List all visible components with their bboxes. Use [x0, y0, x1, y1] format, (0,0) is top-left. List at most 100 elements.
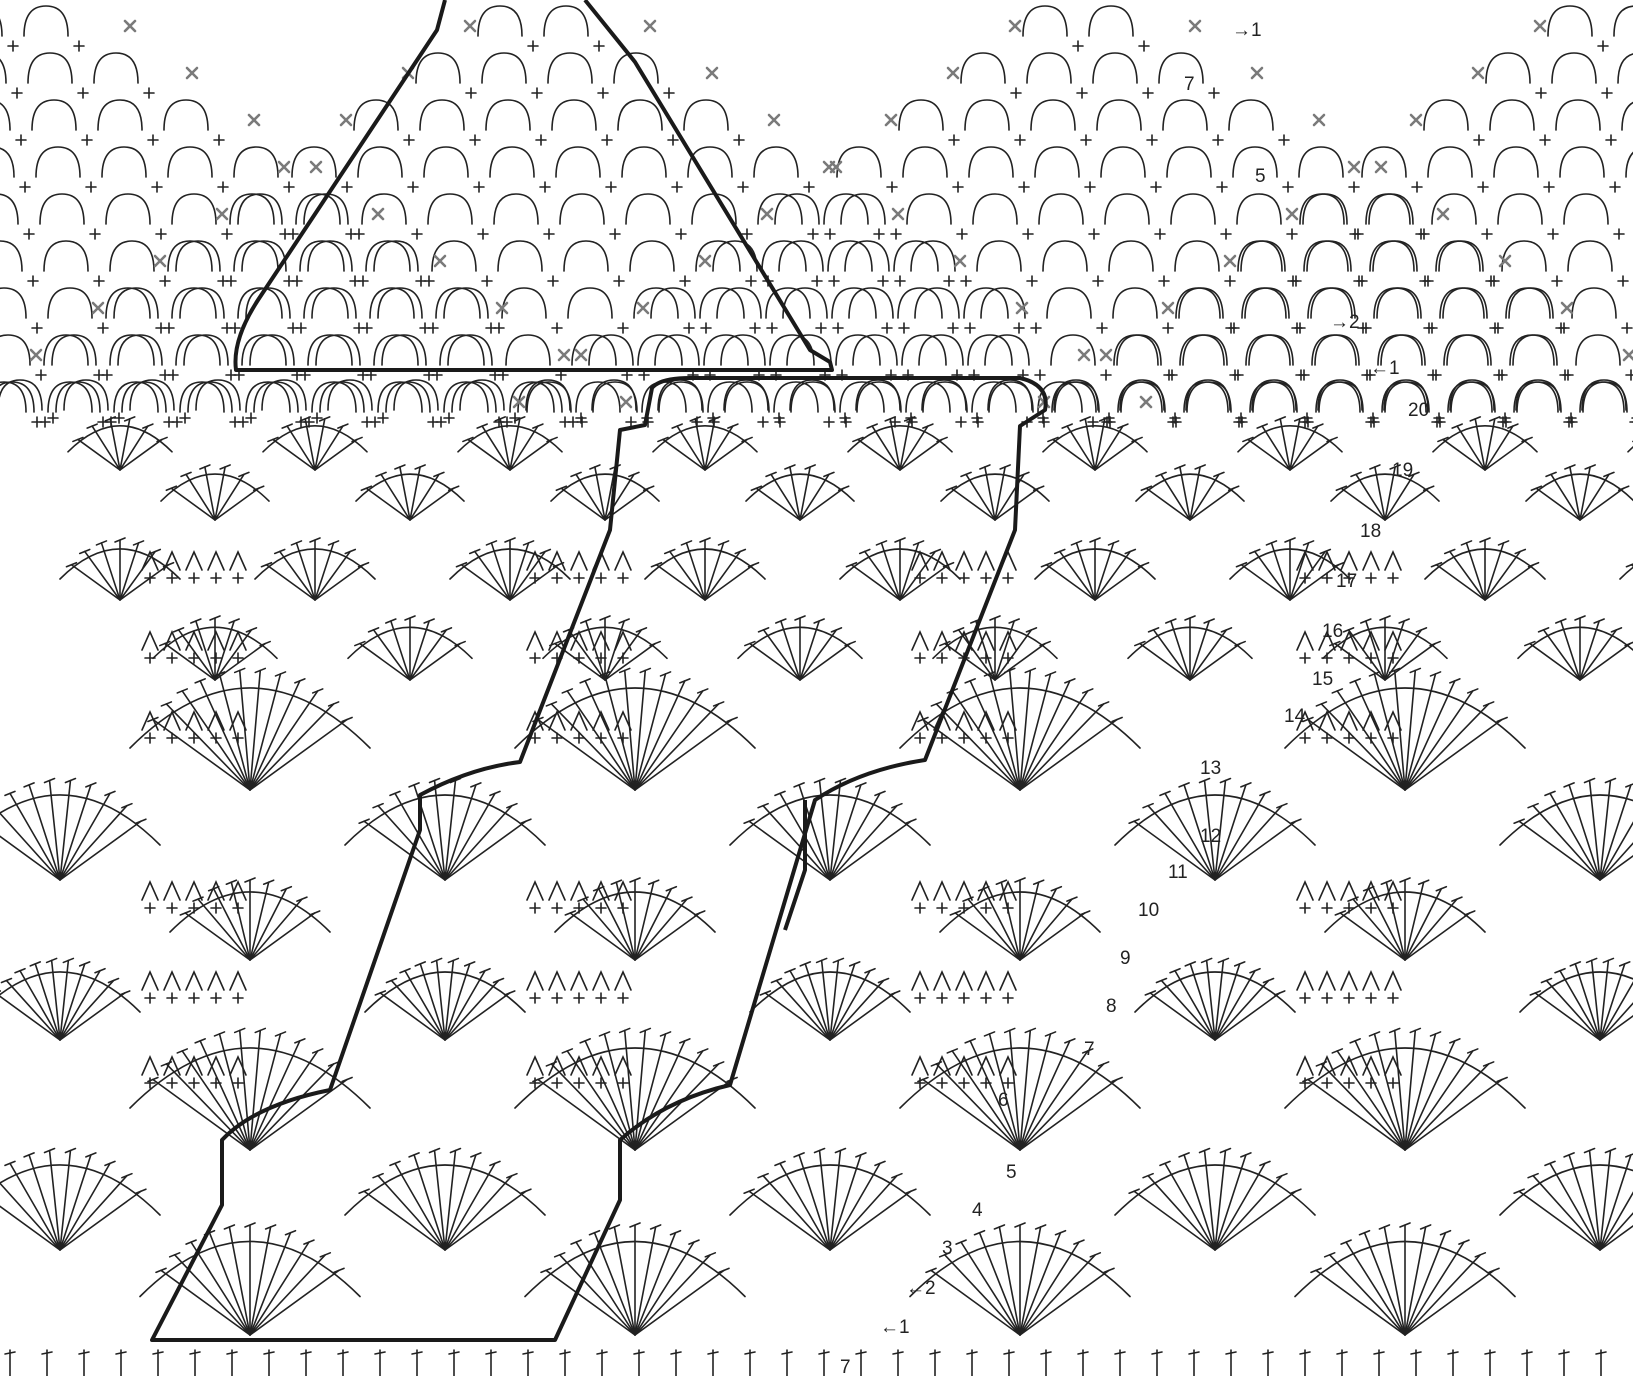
single-crochet-symbol	[211, 653, 221, 663]
single-crochet-symbol	[1093, 276, 1103, 286]
single-crochet-symbol	[915, 653, 925, 663]
chain-loop-symbol	[184, 335, 228, 365]
picot-symbol	[1385, 552, 1401, 570]
double-crochet-cap	[565, 911, 575, 915]
chain-arc-symbol	[356, 474, 464, 501]
chain-loop-symbol	[790, 380, 834, 410]
single-crochet-symbol	[598, 88, 608, 98]
double-crochet-symbol	[60, 993, 125, 1040]
edge-x-mark	[465, 21, 475, 31]
picot-symbol	[593, 972, 609, 990]
single-crochet-symbol	[981, 573, 991, 583]
chain-loop-symbol	[366, 241, 410, 271]
chain-loop-symbol	[250, 335, 294, 365]
double-crochet-symbol	[378, 806, 445, 880]
double-crochet-symbol	[1248, 439, 1290, 470]
picot-symbol	[142, 1057, 158, 1075]
double-crochet-cap	[521, 1189, 531, 1193]
double-crochet-symbol	[1580, 488, 1624, 520]
single-crochet-symbol	[20, 182, 30, 192]
chain-loop-symbol	[168, 241, 212, 271]
double-crochet-symbol	[635, 1051, 703, 1150]
single-crochet-symbol	[1618, 276, 1628, 286]
chain-loop-symbol	[1626, 147, 1633, 177]
double-crochet-cap	[926, 1268, 936, 1272]
chain-arc-symbol	[1620, 549, 1633, 579]
double-crochet-symbol	[1020, 1079, 1117, 1150]
single-crochet-symbol	[222, 323, 232, 333]
double-crochet-cap	[892, 1174, 902, 1178]
chain-loop-symbol	[0, 6, 2, 36]
chain-loop-symbol	[382, 335, 426, 365]
single-crochet-symbol	[1482, 229, 1492, 239]
single-crochet-symbol	[552, 733, 562, 743]
foundation-stitch-cap	[1078, 1352, 1088, 1354]
chain-loop-symbol	[424, 147, 468, 177]
double-crochet-symbol	[1405, 704, 1489, 790]
double-crochet-symbol	[830, 806, 897, 880]
single-crochet-symbol	[758, 417, 768, 427]
single-crochet-symbol	[959, 1078, 969, 1088]
chain-loop-symbol	[238, 288, 282, 318]
double-crochet-symbol	[1146, 488, 1190, 520]
single-crochet-symbol	[1300, 903, 1310, 913]
picot-symbol	[956, 972, 972, 990]
chain-arc-symbol	[1135, 972, 1295, 1012]
chain-arc-symbol	[848, 426, 952, 452]
foundation-stitch-cap	[1189, 1352, 1199, 1354]
double-crochet-cap	[541, 1268, 551, 1272]
single-crochet-symbol	[1287, 229, 1297, 239]
chain-loop-symbol	[370, 288, 414, 318]
chain-loop-symbol	[968, 335, 1012, 365]
picot-symbol	[593, 1057, 609, 1075]
chain-arc-symbol	[1136, 474, 1244, 501]
picot-symbol	[912, 882, 928, 900]
double-crochet-symbol	[1405, 691, 1473, 790]
edge-x-mark	[155, 256, 165, 266]
chain-arc-symbol	[515, 688, 755, 748]
single-crochet-symbol	[528, 41, 538, 51]
single-crochet-symbol	[218, 276, 228, 286]
edge-x-mark	[1349, 162, 1359, 172]
single-crochet-symbol	[214, 135, 224, 145]
left-strip-outline	[152, 378, 1046, 1340]
chain-loop-symbol	[1568, 241, 1612, 271]
picot-symbol	[549, 1057, 565, 1075]
single-crochet-symbol	[937, 903, 947, 913]
foundation-stitch-cap	[634, 1352, 644, 1354]
chain-loop-symbol	[0, 100, 10, 130]
double-crochet-cap	[329, 702, 339, 706]
picot-symbol	[164, 972, 180, 990]
chain-loop-symbol	[696, 241, 740, 271]
single-crochet-symbol	[1003, 1078, 1013, 1088]
double-crochet-symbol	[215, 630, 251, 680]
single-crochet-symbol	[937, 993, 947, 1003]
chain-arc-symbol	[1238, 426, 1342, 452]
single-crochet-symbol	[767, 323, 777, 333]
double-crochet-cap	[636, 628, 646, 632]
single-crochet-symbol	[218, 182, 228, 192]
double-crochet-cap	[120, 991, 130, 995]
chain-loop-symbol	[1564, 194, 1608, 224]
double-crochet-cap	[930, 549, 940, 553]
double-crochet-symbol	[1519, 821, 1600, 880]
single-crochet-symbol	[233, 903, 243, 913]
double-crochet-cap	[682, 897, 692, 901]
double-crochet-symbol	[280, 551, 315, 600]
foundation-stitch-cap	[227, 1352, 237, 1354]
foundation-stitch-cap	[597, 1352, 607, 1354]
single-crochet-symbol	[1143, 88, 1153, 98]
foundation-stitch-cap	[1300, 1352, 1310, 1354]
single-crochet-symbol	[1478, 182, 1488, 192]
single-crochet-symbol	[574, 733, 584, 743]
chain-loop-symbol	[1443, 288, 1487, 318]
double-crochet-cap	[1528, 1174, 1538, 1178]
double-crochet-cap	[507, 804, 517, 808]
foundation-stitch-cap	[1559, 1352, 1569, 1354]
single-crochet-symbol	[530, 903, 540, 913]
single-crochet-symbol	[1003, 653, 1013, 663]
chain-loop-symbol	[102, 147, 146, 177]
chain-loop-symbol	[1186, 380, 1230, 410]
chain-arc-symbol	[161, 474, 269, 501]
